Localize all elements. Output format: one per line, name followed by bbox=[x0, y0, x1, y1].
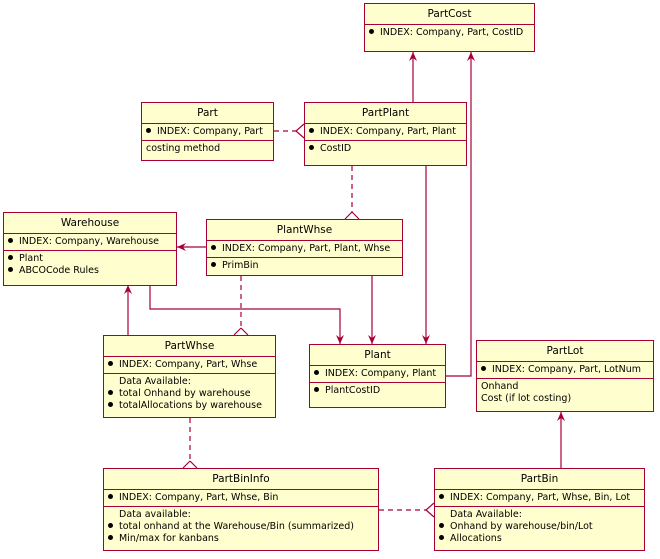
entity-keys: INDEX: Company, Part, Plant bbox=[305, 123, 466, 140]
entity-title: Plant bbox=[364, 349, 391, 361]
entity-title: PlantWhse bbox=[276, 224, 333, 236]
entity-keys: INDEX: Company, Plant bbox=[310, 365, 445, 382]
entity-title: Part bbox=[197, 107, 218, 119]
key-row: INDEX: Company, Part, CostID bbox=[369, 27, 530, 39]
entity-keys: INDEX: Company, Part, LotNum bbox=[477, 361, 653, 378]
entity-title: PartWhse bbox=[164, 340, 215, 352]
attr-row: costing method bbox=[146, 143, 221, 154]
entity-keys: INDEX: Company, Part, Plant, Whse bbox=[207, 240, 402, 257]
entity-keys: INDEX: Company, Warehouse bbox=[4, 233, 176, 250]
key-row: INDEX: Company, Part, Plant bbox=[309, 126, 462, 138]
key-row: INDEX: Company, Part, LotNum bbox=[481, 364, 649, 376]
entity-attrs: Onhand Cost (if lot costing) bbox=[477, 378, 653, 407]
key-row: INDEX: Company, Part, Whse, Bin bbox=[108, 492, 374, 504]
entity-part: Part INDEX: Company, Part costing method bbox=[141, 102, 274, 161]
entity-title: PartBinInfo bbox=[212, 473, 270, 485]
attr-row: PrimBin bbox=[211, 260, 398, 272]
entity-plantwhse: PlantWhse INDEX: Company, Part, Plant, W… bbox=[206, 219, 403, 276]
attr-row: total Onhand by warehouse bbox=[108, 388, 271, 400]
key-row: INDEX: Company, Part, Plant, Whse bbox=[211, 243, 398, 255]
attr-row: Onhand by warehouse/bin/Lot bbox=[439, 521, 640, 533]
attr-row: CostID bbox=[309, 143, 462, 155]
crowfoot-partplant bbox=[295, 123, 305, 139]
entity-title: PartCost bbox=[427, 8, 472, 20]
key-row: INDEX: Company, Part, Whse, Bin, Lot bbox=[439, 492, 640, 504]
entity-warehouse: Warehouse INDEX: Company, Warehouse Plan… bbox=[3, 212, 177, 286]
entity-keys: INDEX: Company, Part bbox=[142, 123, 273, 140]
entity-title: PartPlant bbox=[361, 107, 410, 119]
attr-row: totalAllocations by warehouse bbox=[108, 400, 271, 412]
entity-partcost: PartCost INDEX: Company, Part, CostID bbox=[364, 3, 535, 52]
attr-note: Data Available: bbox=[119, 376, 191, 387]
entity-attrs: Plant ABCOCode Rules bbox=[4, 250, 176, 279]
entity-attrs: PlantCostID bbox=[310, 382, 445, 399]
entity-partplant: PartPlant INDEX: Company, Part, Plant Co… bbox=[304, 102, 467, 166]
entity-attrs: costing method bbox=[142, 140, 273, 157]
link-warehouse-plant bbox=[149, 286, 344, 344]
attr-row: ABCOCode Rules bbox=[8, 265, 172, 277]
attr-note: Data available: bbox=[119, 509, 191, 520]
crowfoot-partwhse bbox=[233, 327, 249, 336]
entity-plant: Plant INDEX: Company, Plant PlantCostID bbox=[309, 344, 446, 408]
key-row: INDEX: Company, Part, Whse bbox=[108, 359, 271, 371]
attr-row: PlantCostID bbox=[314, 385, 441, 397]
attr-row: Onhand bbox=[481, 381, 519, 392]
entity-keys: INDEX: Company, Part, Whse, Bin, Lot bbox=[435, 489, 644, 506]
attr-row: total onhand at the Warehouse/Bin (summa… bbox=[108, 521, 374, 533]
attr-row: Allocations bbox=[439, 533, 640, 545]
link-plant-partcost bbox=[446, 52, 475, 377]
attr-note: Data Available: bbox=[450, 509, 522, 520]
entity-title: Warehouse bbox=[60, 217, 120, 229]
entity-partlot: PartLot INDEX: Company, Part, LotNum Onh… bbox=[476, 340, 654, 412]
entity-partbin: PartBin INDEX: Company, Part, Whse, Bin,… bbox=[434, 468, 645, 551]
attr-row: Cost (if lot costing) bbox=[481, 393, 572, 404]
attr-row: Plant bbox=[8, 253, 172, 265]
entity-keys: INDEX: Company, Part, CostID bbox=[365, 24, 534, 41]
entity-attrs: PrimBin bbox=[207, 257, 402, 274]
key-row: INDEX: Company, Plant bbox=[314, 368, 441, 380]
crowfoot-partbin bbox=[425, 502, 435, 518]
crowfoot-plantwhse bbox=[344, 211, 360, 220]
entity-attrs: Data Available: Onhand by warehouse/bin/… bbox=[435, 506, 644, 547]
entity-partwhse: PartWhse INDEX: Company, Part, Whse Data… bbox=[103, 335, 276, 418]
crowfoot-partbininfo bbox=[182, 460, 198, 469]
entity-keys: INDEX: Company, Part, Whse bbox=[104, 356, 275, 373]
entity-attrs: CostID bbox=[305, 140, 466, 157]
attr-row: Min/max for kanbans bbox=[108, 533, 374, 545]
entity-keys: INDEX: Company, Part, Whse, Bin bbox=[104, 489, 378, 506]
key-row: INDEX: Company, Part bbox=[146, 126, 269, 138]
entity-attrs: Data available: total onhand at the Ware… bbox=[104, 506, 378, 547]
entity-partbininfo: PartBinInfo INDEX: Company, Part, Whse, … bbox=[103, 468, 379, 551]
entity-title: PartBin bbox=[520, 473, 559, 485]
entity-title: PartLot bbox=[546, 345, 584, 357]
key-row: INDEX: Company, Warehouse bbox=[8, 236, 172, 248]
entity-attrs: Data Available: total Onhand by warehous… bbox=[104, 373, 275, 414]
